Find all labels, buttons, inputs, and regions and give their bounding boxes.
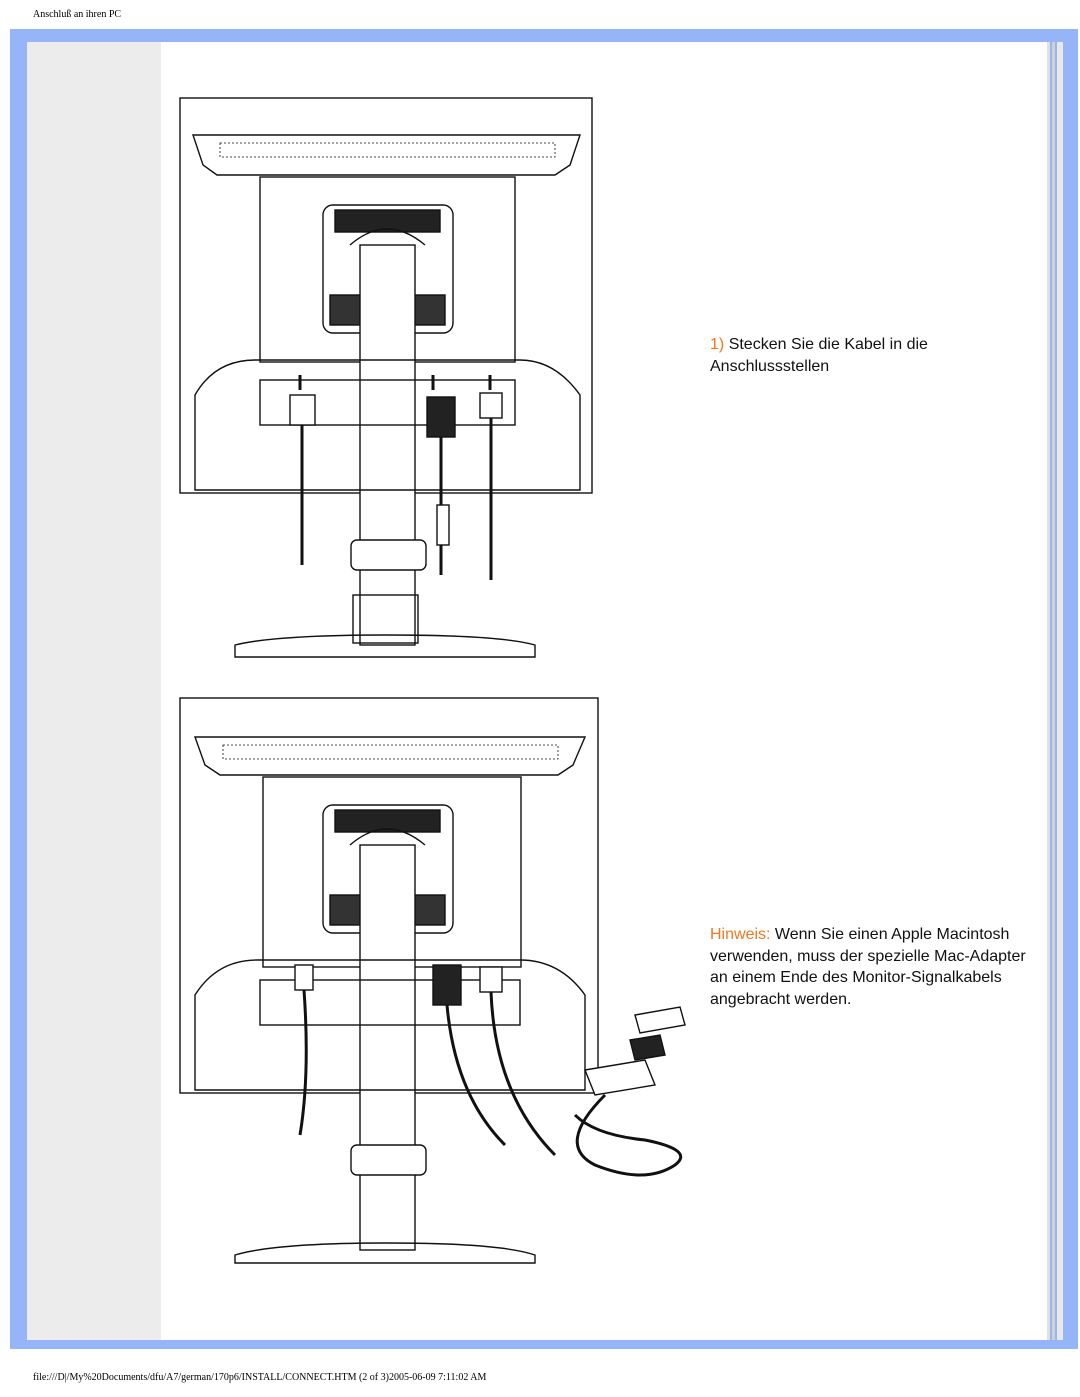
note-label: Hinweis: [710, 926, 771, 943]
right-rule-3 [1057, 42, 1063, 1340]
step1-text: Stecken Sie die Kabel in die Anschlussst… [710, 336, 928, 375]
left-column [27, 42, 161, 1340]
note-text-block: Hinweis: Wenn Sie einen Apple Macintosh … [710, 924, 1030, 1010]
page-footer-path: file:///D|/My%20Documents/dfu/A7/german/… [33, 1372, 487, 1383]
right-rule-2 [1052, 42, 1055, 1340]
monitor-back-cables-figure [179, 97, 593, 658]
step1-text-block: 1) Stecken Sie die Kabel in die Anschlus… [710, 334, 1010, 378]
note-text: Wenn Sie einen Apple Macintosh verwenden… [710, 926, 1026, 1008]
monitor-back-mac-adapter-figure [179, 697, 686, 1264]
step1-number: 1) [710, 336, 725, 353]
right-rule-1 [1047, 42, 1050, 1340]
page-header-title: Anschluß an ihren PC [33, 9, 122, 20]
content-area [161, 42, 1047, 1340]
